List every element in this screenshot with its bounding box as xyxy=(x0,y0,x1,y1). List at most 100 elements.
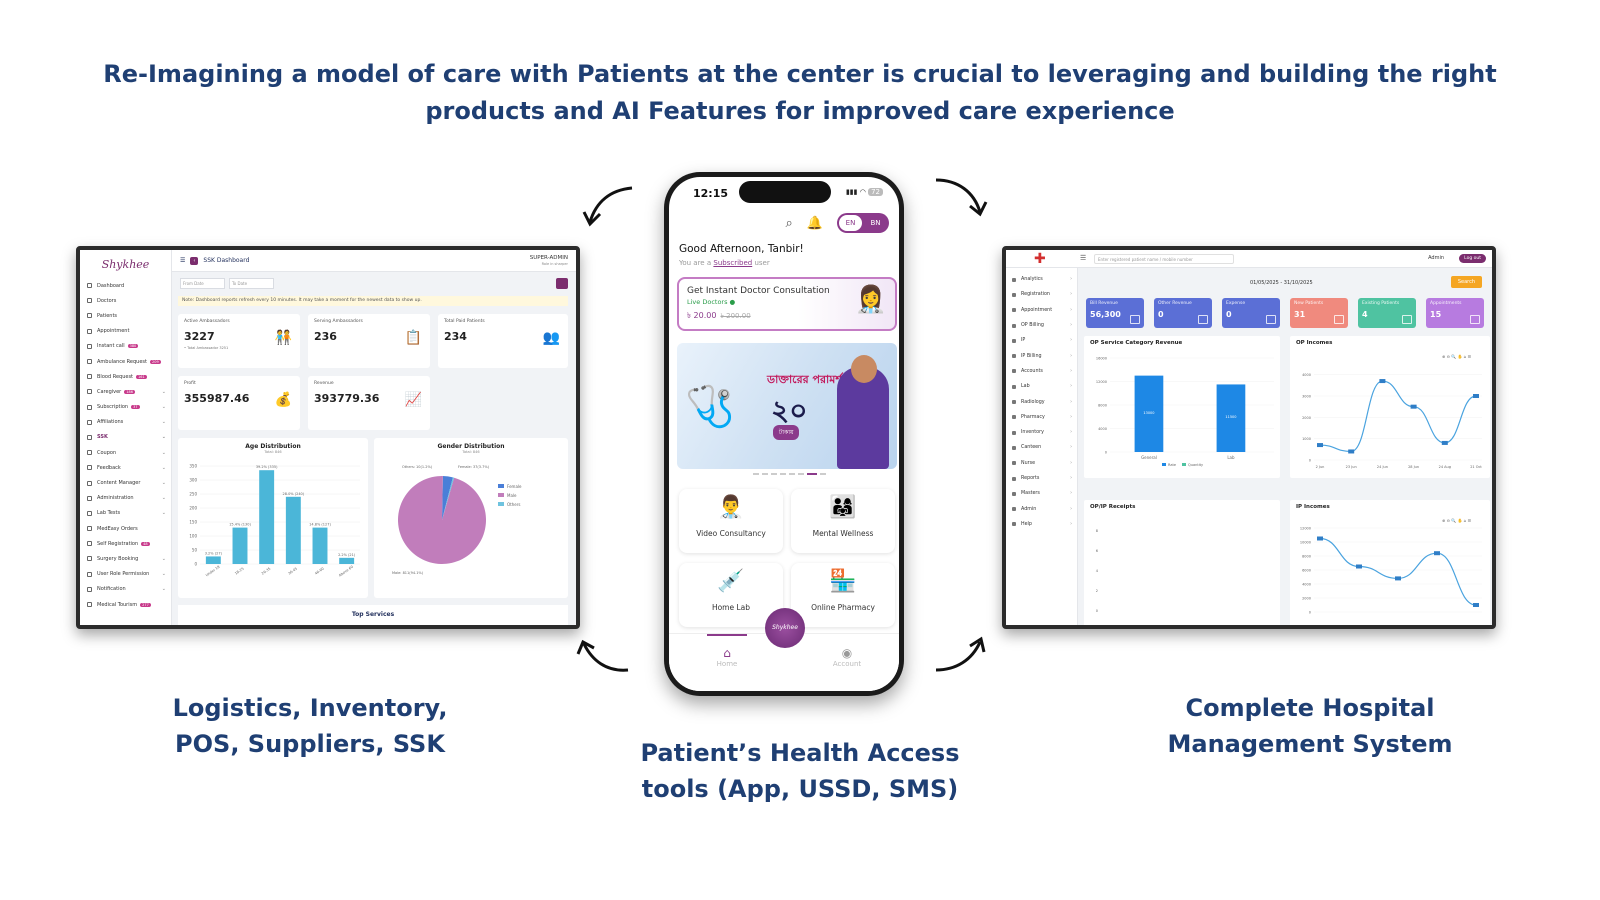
sidebar-item-label: Radiology xyxy=(1021,399,1045,405)
sidebar-item[interactable]: MedEasy Orders xyxy=(80,521,171,536)
op-service-bar-chart: 040008000120001600013000General11500LabR… xyxy=(1096,357,1274,467)
sidebar-item[interactable]: Affiliations⌄ xyxy=(80,415,171,430)
date-range[interactable]: 01/05/2025 - 31/10/2025 xyxy=(1250,280,1313,286)
chevron-down-icon: ⌄ xyxy=(161,388,166,395)
sidebar-item[interactable]: Help› xyxy=(1006,517,1077,532)
sidebar-item[interactable]: Inventory› xyxy=(1006,425,1077,440)
sidebar-item[interactable]: Lab Tests⌄ xyxy=(80,506,171,521)
data-point-marker xyxy=(1410,404,1417,409)
sidebar-item[interactable]: Notification⌄ xyxy=(80,582,171,597)
sidebar-item[interactable]: IP Billing› xyxy=(1006,348,1077,363)
phone-notch xyxy=(739,181,831,203)
language-toggle[interactable]: EN BN xyxy=(837,213,889,233)
sidebar-item[interactable]: Patients xyxy=(80,308,171,323)
lang-en[interactable]: EN xyxy=(839,215,862,231)
tab-home[interactable]: ⌂ Home xyxy=(697,646,757,668)
pie-slice xyxy=(442,476,453,520)
caption-patient-access: Patient’s Health Access tools (App, USSD… xyxy=(640,739,960,803)
sidebar-item[interactable]: Analytics› xyxy=(1006,272,1077,287)
sidebar-item[interactable]: Surgery Booking⌄ xyxy=(80,551,171,566)
sidebar-item[interactable]: Registration› xyxy=(1006,287,1077,302)
menu-icon[interactable]: ☰ xyxy=(1080,254,1087,262)
sidebar-item-label: Instant call xyxy=(97,343,125,350)
menu-item-icon xyxy=(87,495,92,501)
menu-item-icon xyxy=(87,389,92,395)
home-lab-tile[interactable]: 💉 Home Lab xyxy=(679,563,783,627)
data-point-marker xyxy=(1441,440,1448,445)
sidebar-item[interactable]: Pharmacy› xyxy=(1006,410,1077,425)
center-brand-button[interactable]: Shykhee xyxy=(765,608,805,648)
back-icon[interactable]: ‹ xyxy=(190,256,199,265)
menu-item-icon xyxy=(87,374,92,380)
promo-banner[interactable]: 🩺 ডাক্তারের পরামর্শ ২০ টাকায় xyxy=(677,343,897,469)
menu-item-icon xyxy=(1012,415,1016,420)
logout-button[interactable]: Log out xyxy=(1459,254,1486,263)
admin-user[interactable]: Admin xyxy=(1428,255,1444,261)
sidebar-item[interactable]: User Role Permission⌄ xyxy=(80,567,171,582)
sidebar-item[interactable]: Nurse› xyxy=(1006,456,1077,471)
sidebar-item[interactable]: Reports› xyxy=(1006,471,1077,486)
sidebar-item[interactable]: OP Billing› xyxy=(1006,318,1077,333)
x-tick-label: 26-35 xyxy=(261,567,272,576)
print-button[interactable] xyxy=(556,278,568,289)
income-line xyxy=(1319,537,1477,606)
count-badge: 161 xyxy=(136,374,147,379)
sidebar-item[interactable]: Admin› xyxy=(1006,501,1077,516)
age-bar xyxy=(339,557,355,564)
menu-icon[interactable]: ☰ xyxy=(180,257,186,264)
sidebar-item[interactable]: Radiology› xyxy=(1006,394,1077,409)
sidebar-item-label: Medical Tourism xyxy=(97,601,138,608)
bell-icon[interactable]: 🔔 xyxy=(806,215,823,231)
sidebar-item[interactable]: Feedback⌄ xyxy=(80,460,171,475)
carousel-dots[interactable] xyxy=(753,473,826,475)
search-button[interactable]: Search xyxy=(1450,276,1482,288)
video-consultancy-tile[interactable]: 👨‍⚕️ Video Consultancy xyxy=(679,489,783,553)
right-topbar: ✚ ☰ Enter registered patient name / mobi… xyxy=(1006,250,1492,268)
menu-item-icon xyxy=(87,586,92,592)
mental-wellness-tile[interactable]: 👨‍👩‍👧 Mental Wellness xyxy=(791,489,895,553)
menu-item-icon xyxy=(87,419,92,425)
sidebar-item-label: Help xyxy=(1021,521,1032,527)
sidebar-item[interactable]: SSK⌄ xyxy=(80,430,171,445)
sidebar-item[interactable]: Lab› xyxy=(1006,379,1077,394)
sidebar-item[interactable]: Content Manager⌄ xyxy=(80,475,171,490)
sidebar-item-label: Appointment xyxy=(1021,307,1053,313)
sidebar-item[interactable]: Dashboard xyxy=(80,278,171,293)
sidebar-item[interactable]: Canteen› xyxy=(1006,440,1077,455)
bar-data-label: 14.8% (127) xyxy=(309,523,331,527)
instant-consultation-card[interactable]: Get Instant Doctor Consultation Live Doc… xyxy=(677,277,897,331)
sidebar-item[interactable]: Appointment xyxy=(80,324,171,339)
to-date-input[interactable]: To Date xyxy=(229,278,274,289)
home-icon: ⌂ xyxy=(723,646,731,660)
chevron-down-icon: ⌄ xyxy=(161,419,166,426)
tab-account[interactable]: ◉ Account xyxy=(817,646,877,668)
search-icon[interactable]: ⌕ xyxy=(785,215,793,231)
y-tick-label: 350 xyxy=(189,464,197,469)
sidebar-item[interactable]: Administration⌄ xyxy=(80,491,171,506)
from-date-input[interactable]: From Date xyxy=(180,278,225,289)
sidebar-item[interactable]: Appointment › xyxy=(1006,303,1077,318)
chevron-right-icon: › xyxy=(1070,445,1072,451)
subscribed-link[interactable]: Subscribed xyxy=(713,259,753,267)
sidebar-item[interactable]: Doctors xyxy=(80,293,171,308)
lang-bn[interactable]: BN xyxy=(870,219,881,227)
sidebar-item[interactable]: Coupon⌄ xyxy=(80,445,171,460)
sidebar-item[interactable]: Accounts› xyxy=(1006,364,1077,379)
sidebar-item[interactable]: Masters› xyxy=(1006,486,1077,501)
admin-label[interactable]: SUPER-ADMIN Role in sharper xyxy=(529,254,568,266)
online-pharmacy-tile[interactable]: 🏪 Online Pharmacy xyxy=(791,563,895,627)
chevron-right-icon: › xyxy=(1070,307,1072,313)
patient-search-input[interactable]: Enter registered patient name / mobile n… xyxy=(1094,254,1234,264)
sidebar-item[interactable]: IP› xyxy=(1006,333,1077,348)
chart-toolbar-icon: ⊕ ⊖ 🔍 ✋ ⌂ ☰ xyxy=(1442,518,1472,523)
